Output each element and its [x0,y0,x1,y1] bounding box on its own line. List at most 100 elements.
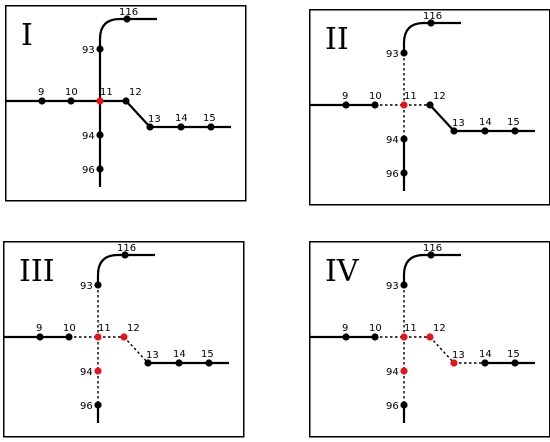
node-94 [400,135,408,143]
node-label-96: 96 [386,169,399,180]
node-11 [96,97,104,105]
node-96 [400,401,408,409]
node-label-9: 9 [342,323,348,334]
node-label-13: 13 [146,350,159,361]
node-11 [400,333,408,341]
node-label-116: 116 [423,243,442,254]
node-9 [342,101,350,109]
node-93 [96,45,104,53]
node-10 [371,333,379,341]
node-label-11: 11 [404,323,417,334]
node-label-96: 96 [82,165,95,176]
node-label-14: 14 [175,113,188,124]
node-label-93: 93 [386,281,399,292]
node-label-14: 14 [173,349,186,360]
node-94 [96,131,104,139]
node-label-15: 15 [201,349,214,360]
node-94 [94,367,102,375]
node-93 [400,49,408,57]
node-label-9: 9 [38,87,44,98]
node-label-116: 116 [117,243,136,254]
node-label-15: 15 [507,117,520,128]
panel-title: I [21,18,33,53]
node-10 [371,101,379,109]
node-15 [205,359,213,367]
node-label-14: 14 [479,349,492,360]
panel-iv: IV 9 10 11 12 13 14 15 93 94 96 116 [309,241,550,438]
node-94 [400,367,408,375]
node-label-13: 13 [452,118,465,129]
node-116 [123,15,131,23]
node-label-94: 94 [386,367,399,378]
track-12-13 [429,336,455,364]
node-label-94: 94 [80,367,93,378]
node-14 [175,359,183,367]
node-label-11: 11 [100,87,113,98]
panel-title: III [19,254,55,289]
node-label-12: 12 [433,91,446,102]
node-label-9: 9 [342,91,348,102]
node-label-14: 14 [479,117,492,128]
node-label-13: 13 [148,114,161,125]
track-12-13 [123,336,149,364]
node-10 [65,333,73,341]
node-14 [177,123,185,131]
node-15 [207,123,215,131]
node-12 [426,333,434,341]
node-10 [67,97,75,105]
node-label-13: 13 [452,350,465,361]
node-13 [146,123,154,131]
node-14 [481,127,489,135]
track-curve-93-116 [98,17,157,49]
node-label-15: 15 [507,349,520,360]
node-label-93: 93 [386,49,399,60]
node-9 [342,333,350,341]
node-116 [121,251,129,259]
track-curve-93-116 [402,21,461,53]
node-label-93: 93 [80,281,93,292]
node-15 [511,127,519,135]
track-curve-93-116 [402,253,461,285]
track-12-13 [429,104,455,132]
node-13 [144,359,152,367]
node-label-96: 96 [386,401,399,412]
panel-frame [309,9,550,206]
node-96 [94,401,102,409]
node-label-93: 93 [82,45,95,56]
node-116 [427,19,435,27]
node-12 [426,101,434,109]
node-96 [96,165,104,173]
track-curve-93-116 [96,253,155,285]
node-13 [450,359,458,367]
node-label-10: 10 [369,91,382,102]
node-label-10: 10 [369,323,382,334]
node-14 [481,359,489,367]
node-15 [511,359,519,367]
node-12 [120,333,128,341]
node-label-11: 11 [98,323,111,334]
track-12-13 [125,100,151,128]
node-label-12: 12 [127,323,140,334]
node-11 [400,101,408,109]
node-label-12: 12 [433,323,446,334]
panel-title: IV [325,254,360,289]
node-93 [94,281,102,289]
node-116 [427,251,435,259]
node-label-10: 10 [63,323,76,334]
node-12 [122,97,130,105]
node-label-94: 94 [82,131,95,142]
panel-title: II [325,22,349,57]
node-label-12: 12 [129,87,142,98]
node-label-96: 96 [80,401,93,412]
node-label-15: 15 [203,113,216,124]
node-11 [94,333,102,341]
node-label-94: 94 [386,135,399,146]
node-label-11: 11 [404,91,417,102]
node-9 [36,333,44,341]
node-96 [400,169,408,177]
node-93 [400,281,408,289]
